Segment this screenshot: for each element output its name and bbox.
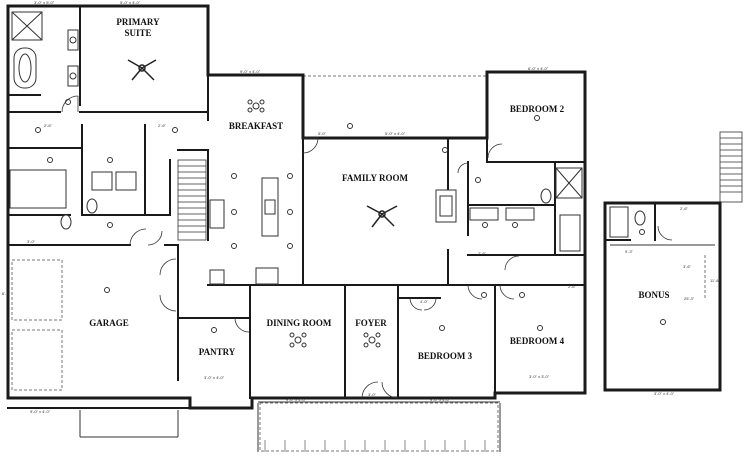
- room-label-pantry: PANTRY: [199, 347, 236, 357]
- ceiling-fan-icon: [127, 59, 157, 81]
- primary-vanities: [67, 29, 79, 87]
- dimension-note: 2'-6": [478, 251, 487, 256]
- dimension-note: 25'-3": [684, 296, 695, 301]
- front-porch-outline: [302, 75, 487, 138]
- main-stairs: [177, 159, 207, 241]
- dimension-note: 6'-0": [2, 291, 11, 296]
- dimension-note: 6'-0" x 4'-0": [528, 66, 549, 71]
- ceiling-light-icons: [35, 99, 666, 333]
- room-label-primary-suite-line1: PRIMARY: [116, 17, 160, 27]
- dimension-note: 5'-0" x 4'-0": [120, 0, 141, 5]
- bonus-stairs: [719, 131, 743, 203]
- dimension-note: 9'-3": [625, 249, 634, 254]
- rear-porch-outline: [257, 401, 501, 452]
- dimension-note: 9'-0" x 4'-0": [286, 397, 307, 402]
- dimension-note: 3'-0": [368, 392, 377, 397]
- laundry-fixtures: [9, 169, 137, 209]
- chandelier-icon: [363, 332, 381, 348]
- fireplace: [435, 189, 457, 223]
- dimension-notes: 3'-0" x 5'-0" 5'-0" x 4'-0" 9'-0" x 4'-0…: [2, 0, 720, 414]
- dimension-note: 9'-0" x 4'-0": [430, 397, 451, 402]
- toilet-halfbath: [60, 198, 98, 230]
- room-label-bonus: BONUS: [638, 290, 669, 300]
- dimension-note: 3'-0" x 4'-0": [654, 391, 675, 396]
- dimension-note: 5'-0" x 4'-0": [385, 131, 406, 136]
- dimension-note: 9'-0" x 4'-0": [30, 409, 51, 414]
- interior-walls: [7, 5, 586, 399]
- dimension-note: 4'-0": [420, 299, 429, 304]
- dimension-note: 3'-0": [27, 239, 36, 244]
- room-label-foyer: FOYER: [355, 318, 387, 328]
- room-label-bedroom-4: BEDROOM 4: [510, 336, 565, 346]
- pendant-light-icon: [247, 99, 265, 113]
- room-label-bedroom-3: BEDROOM 3: [418, 351, 473, 361]
- primary-tub: [13, 47, 37, 89]
- dimension-note: 9'-0" x 4'-0": [240, 69, 261, 74]
- kitchen-island: [261, 177, 279, 237]
- dimension-note: 3'-0" x 4'-0": [204, 375, 225, 380]
- room-label-family-room: FAMILY ROOM: [342, 173, 408, 183]
- room-label-garage: GARAGE: [89, 318, 129, 328]
- garage-bays: [11, 259, 63, 391]
- bath-2-fixtures: [469, 167, 583, 252]
- dimension-note: 3'-0" x 5'-0": [34, 0, 55, 5]
- door-swings: [61, 95, 673, 399]
- dimension-note: 3'-0" x 3'-0": [529, 374, 550, 379]
- room-label-primary-suite-line2: SUITE: [124, 28, 151, 38]
- primary-shower: [11, 11, 43, 41]
- bonus-room-walls: [603, 201, 722, 392]
- room-label-dining-room: DINING ROOM: [267, 318, 332, 328]
- chandelier-icon: [289, 332, 307, 348]
- dimension-note: 2'-6": [44, 123, 53, 128]
- room-label-breakfast: BREAKFAST: [229, 121, 283, 131]
- room-label-bedroom-2: BEDROOM 2: [510, 104, 565, 114]
- kitchen-counters: [209, 199, 279, 285]
- ceiling-fan-icon: [366, 205, 398, 228]
- dimension-note: 2'-6": [568, 284, 577, 289]
- bonus-bath-fixtures: [609, 206, 646, 238]
- dimension-note: 3'-6": [683, 264, 692, 269]
- dimension-note: 5'-0": [318, 131, 327, 136]
- dimension-note: 11'-8": [710, 278, 720, 283]
- garage-apron: [79, 410, 179, 438]
- dimension-note: 2'-6": [680, 206, 689, 211]
- dimension-note: 2'-6": [158, 123, 167, 128]
